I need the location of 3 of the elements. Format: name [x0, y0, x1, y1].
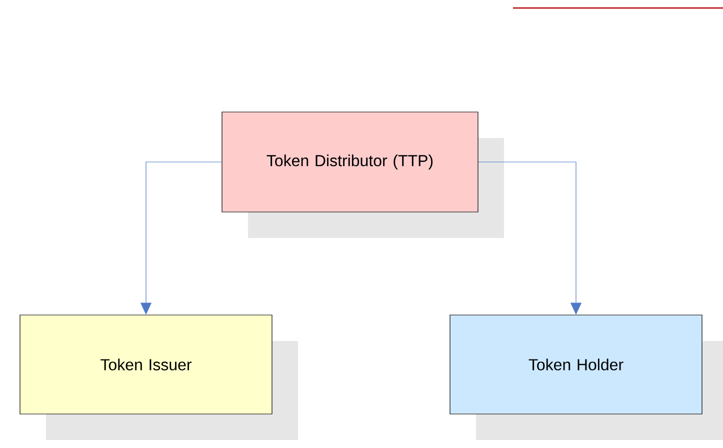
process-box: Token Issuer	[20, 314, 272, 414]
process-box: Token Holder	[450, 314, 702, 414]
process-box: Token Distributor (TTP)	[222, 112, 478, 212]
